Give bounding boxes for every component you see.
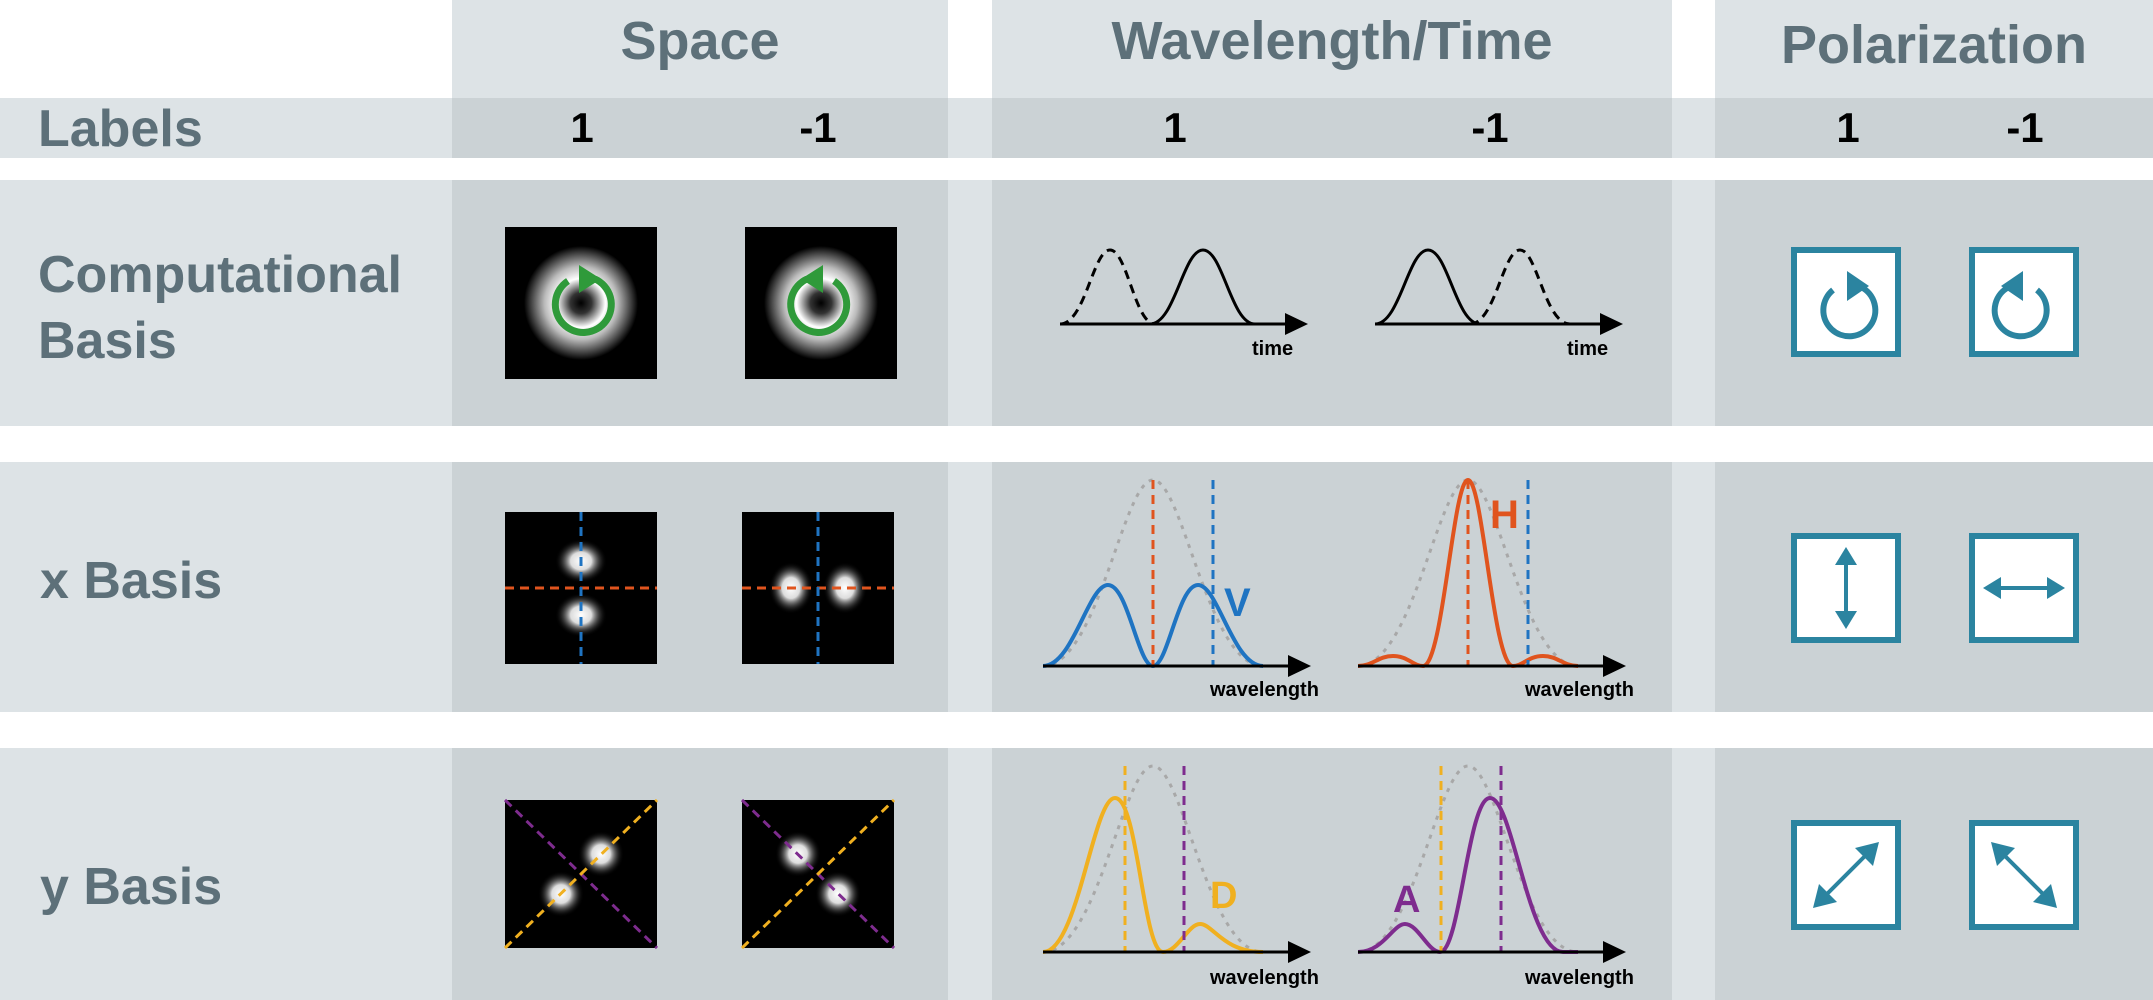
computational-basis-line2: Basis <box>38 312 177 370</box>
labels-row-space-bg <box>452 98 948 158</box>
y-basis-label: y Basis <box>40 858 223 916</box>
wavelength-a-plot: A wavelength <box>1357 764 1634 989</box>
wavelength-time-header: Wavelength/Time <box>1111 11 1553 71</box>
space-oam-minus-mode <box>745 227 897 379</box>
polarization-x-minus <box>1969 533 2079 643</box>
space-x-minus-mode <box>742 512 894 664</box>
time-bin-plus-plot: time <box>1059 248 1308 360</box>
vertical-double-arrow-icon <box>1835 547 1857 629</box>
diagonal-double-arrow-icon <box>1813 842 1879 908</box>
space-y-minus-mode <box>740 798 896 950</box>
wavelength-axis-label: wavelength <box>1524 967 1634 989</box>
x-polarization-bg <box>1715 462 2153 712</box>
space-oam-plus-mode <box>505 227 657 379</box>
wavelength-column-header-bg <box>992 0 1672 98</box>
x-basis-label: x Basis <box>40 552 223 610</box>
labels-row-polarization-bg <box>1715 98 2153 158</box>
wavelength-h-plot: H wavelength <box>1357 477 1634 701</box>
computational-polarization-bg <box>1715 180 2153 426</box>
horizontal-double-arrow-icon <box>1983 577 2065 599</box>
polarization-y-plus <box>1791 820 1901 930</box>
wavelength-v-plot: V wavelength <box>1042 478 1319 701</box>
y-polarization-bg <box>1715 748 2153 1000</box>
space-label-plus: 1 <box>570 104 594 151</box>
counterclockwise-circular-arrow-icon <box>787 265 851 336</box>
computational-basis-line1: Computational <box>38 246 402 304</box>
wavelength-axis-label: wavelength <box>1209 679 1319 701</box>
polarization-column-header-bg <box>1715 0 2153 98</box>
time-bin-minus-plot: time <box>1374 248 1623 360</box>
polarization-x-plus <box>1791 533 1901 643</box>
computational-basis-label: Computational Basis <box>38 242 402 374</box>
space-column-header-bg <box>452 0 948 98</box>
space-label-minus: -1 <box>799 104 837 151</box>
wavelength-axis-label: wavelength <box>1209 967 1319 989</box>
counterclockwise-circular-arrow-icon <box>1991 271 2050 340</box>
antidiagonal-double-arrow-icon <box>1991 842 2057 908</box>
polarization-label-minus: -1 <box>2006 104 2044 151</box>
space-y-plus-mode <box>503 798 659 950</box>
wavelength-label-minus: -1 <box>1471 104 1509 151</box>
space-x-plus-mode <box>505 512 657 664</box>
labels-row-wavelength-bg <box>992 98 1672 158</box>
v-state-letter: V <box>1224 581 1251 625</box>
d-state-letter: D <box>1210 875 1237 917</box>
space-header: Space <box>620 11 780 71</box>
polarization-comp-plus <box>1791 247 1901 357</box>
polarization-comp-minus <box>1969 247 2079 357</box>
clockwise-circular-arrow-icon <box>1820 271 1879 340</box>
wavelength-d-plot: D wavelength <box>1042 764 1319 989</box>
time-axis-label: time <box>1567 338 1608 360</box>
polarization-header: Polarization <box>1780 15 2088 75</box>
polarization-y-minus <box>1969 820 2079 930</box>
h-state-letter: H <box>1490 493 1519 537</box>
wavelength-label-plus: 1 <box>1163 104 1187 151</box>
a-state-letter: A <box>1393 879 1420 921</box>
clockwise-circular-arrow-icon <box>551 265 615 336</box>
time-axis-label: time <box>1252 338 1293 360</box>
polarization-label-plus: 1 <box>1836 104 1860 151</box>
wavelength-axis-label: wavelength <box>1524 679 1634 701</box>
labels-row-title: Labels <box>38 100 203 158</box>
computational-wavelength-bg <box>992 180 1672 426</box>
y-wavelength-bg <box>992 748 1672 1000</box>
